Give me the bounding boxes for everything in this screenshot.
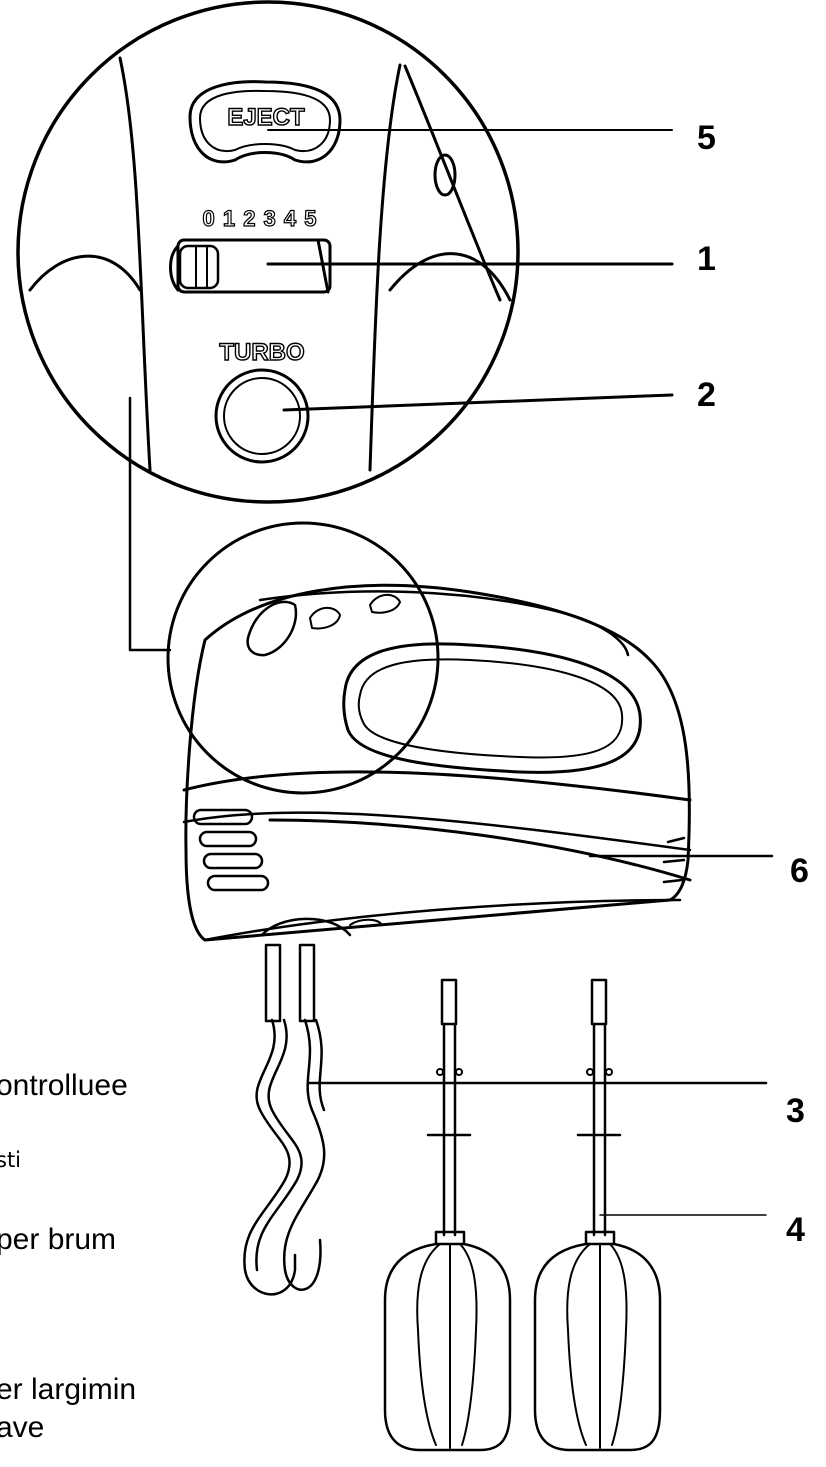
side-text-line-1: ontrolluee <box>0 1069 128 1102</box>
beater-left <box>383 978 512 1452</box>
control-panel-magnifier <box>16 0 520 504</box>
magnifier-connector <box>128 396 172 652</box>
callout-6: 6 <box>790 852 809 890</box>
leader-line-2 <box>282 393 674 412</box>
side-text-line-4: er largimin <box>0 1373 137 1406</box>
turbo-button <box>214 368 310 464</box>
callout-2: 2 <box>697 376 716 414</box>
speed-slider <box>169 238 332 294</box>
turbo-label: TURBO <box>219 339 304 366</box>
dough-hook <box>243 943 326 1296</box>
mixer-body <box>166 521 692 942</box>
callout-1: 1 <box>697 240 716 278</box>
eject-button <box>188 80 342 164</box>
speed-scale-label: 0 1 2 3 4 5 <box>203 206 318 231</box>
beater-right <box>533 978 662 1452</box>
callout-5: 5 <box>697 119 716 157</box>
side-text-line-3: per brum <box>0 1223 117 1256</box>
callout-4: 4 <box>786 1211 805 1249</box>
side-text-line-2: sti <box>0 1148 22 1172</box>
side-text-line-5: ave <box>0 1411 45 1444</box>
eject-label: EJECT <box>227 104 305 131</box>
callout-3: 3 <box>786 1092 805 1130</box>
